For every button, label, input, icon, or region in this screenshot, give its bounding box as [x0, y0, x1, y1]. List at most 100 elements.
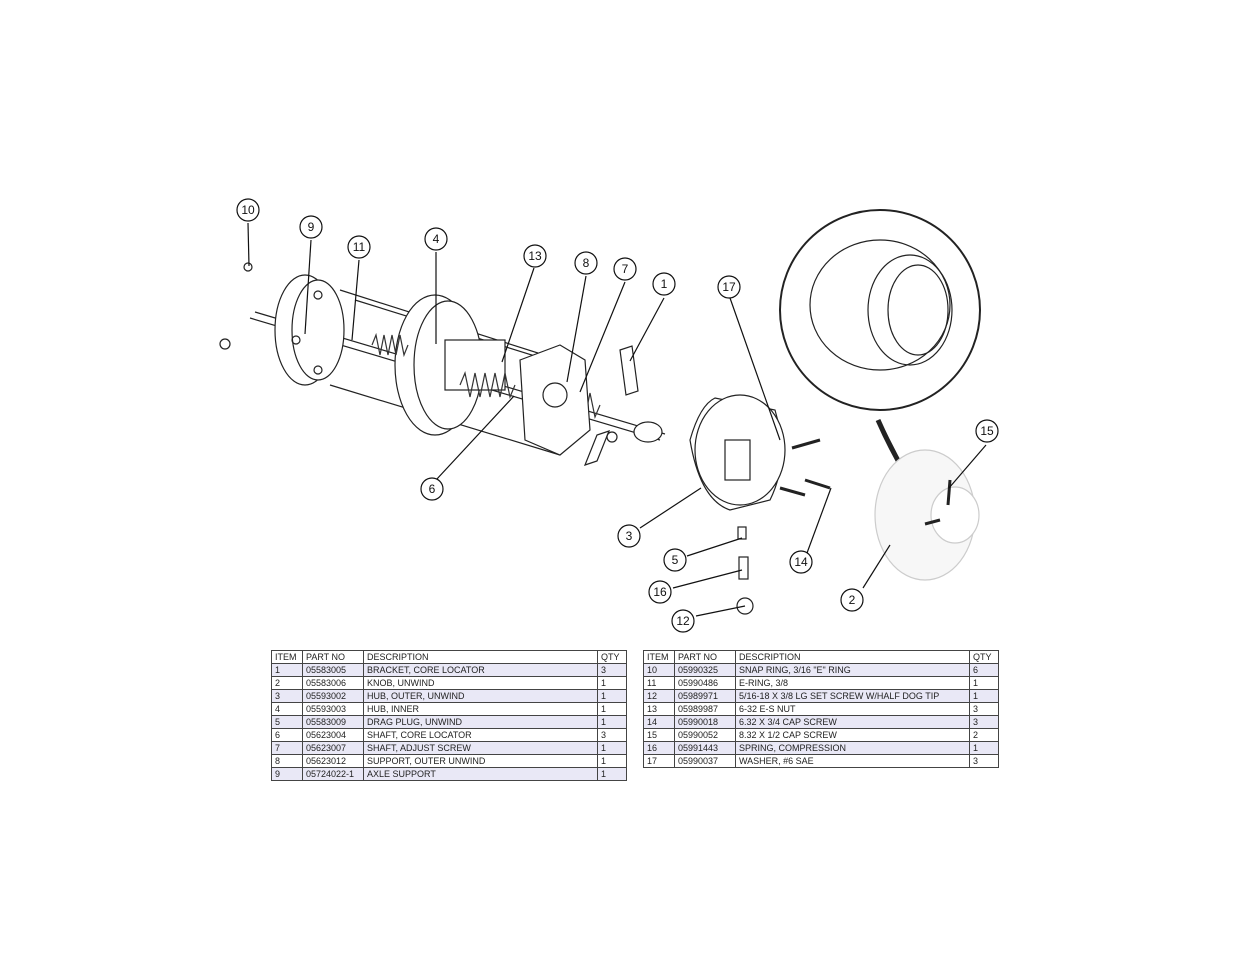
header-qty: QTY — [597, 650, 627, 664]
cell-part-no: 05583009 — [302, 715, 364, 729]
header-item: ITEM — [271, 650, 303, 664]
svg-text:1: 1 — [661, 277, 668, 291]
cell-part-no: 05583005 — [302, 663, 364, 677]
leader-lines — [247, 222, 987, 617]
cell-item: 17 — [643, 754, 675, 768]
callout-15: 15 — [975, 419, 999, 443]
cell-part-no: 05583006 — [302, 676, 364, 690]
cell-part-no: 05724022-1 — [302, 767, 364, 781]
washer — [219, 338, 231, 350]
svg-text:9: 9 — [308, 220, 315, 234]
cell-item: 16 — [643, 741, 675, 755]
cell-description: HUB, INNER — [363, 702, 598, 716]
svg-text:13: 13 — [528, 249, 542, 263]
svg-text:10: 10 — [241, 203, 255, 217]
cell-item: 15 — [643, 728, 675, 742]
drag-plug — [737, 526, 747, 540]
cell-part-no: 05989971 — [674, 689, 736, 703]
svg-text:11: 11 — [353, 240, 366, 254]
cell-qty: 1 — [969, 689, 999, 703]
cell-description: AXLE SUPPORT — [363, 767, 598, 781]
cell-part-no: 05623012 — [302, 754, 364, 768]
svg-text:14: 14 — [794, 555, 808, 569]
cell-description: HUB, OUTER, UNWIND — [363, 689, 598, 703]
callout-10: 10 — [236, 198, 260, 222]
callout-6: 6 — [420, 477, 444, 501]
cell-qty: 1 — [597, 702, 627, 716]
compression-spring — [738, 556, 749, 580]
svg-text:16: 16 — [653, 585, 667, 599]
cell-item: 2 — [271, 676, 303, 690]
svg-text:2: 2 — [849, 593, 856, 607]
cell-description: E-RING, 3/8 — [735, 676, 970, 690]
callout-7: 7 — [613, 257, 637, 281]
cell-part-no: 05991443 — [674, 741, 736, 755]
cell-item: 7 — [271, 741, 303, 755]
header-description: DESCRIPTION — [735, 650, 970, 664]
cell-description: DRAG PLUG, UNWIND — [363, 715, 598, 729]
callout-1: 1 — [652, 272, 676, 296]
cell-qty: 6 — [969, 663, 999, 677]
cell-item: 9 — [271, 767, 303, 781]
header-item: ITEM — [643, 650, 675, 664]
svg-text:3: 3 — [626, 529, 633, 543]
callout-5: 5 — [663, 548, 687, 572]
svg-text:12: 12 — [676, 614, 690, 628]
cell-description: SHAFT, ADJUST SCREW — [363, 741, 598, 755]
cell-part-no: 05623007 — [302, 741, 364, 755]
svg-text:6: 6 — [429, 482, 436, 496]
svg-text:8: 8 — [583, 256, 590, 270]
cell-item: 10 — [643, 663, 675, 677]
cap-screws — [779, 438, 831, 497]
header-part-no: PART NO — [302, 650, 364, 664]
cell-qty: 1 — [597, 741, 627, 755]
cell-qty: 1 — [597, 689, 627, 703]
cell-part-no: 05990486 — [674, 676, 736, 690]
callout-17: 17 — [717, 275, 741, 299]
header-qty: QTY — [969, 650, 999, 664]
svg-text:5: 5 — [672, 553, 679, 567]
cell-description: SNAP RING, 3/16 "E" RING — [735, 663, 970, 677]
cell-item: 14 — [643, 715, 675, 729]
callout-12: 12 — [671, 609, 695, 633]
callout-3: 3 — [617, 524, 641, 548]
callout-8: 8 — [574, 251, 598, 275]
cell-part-no: 05990037 — [674, 754, 736, 768]
cell-part-no: 05593003 — [302, 702, 364, 716]
header-part-no: PART NO — [674, 650, 736, 664]
cell-qty: 1 — [969, 741, 999, 755]
outer-support — [519, 344, 591, 456]
cell-part-no: 05990325 — [674, 663, 736, 677]
callout-16: 16 — [648, 580, 672, 604]
cell-qty: 3 — [969, 702, 999, 716]
cell-item: 8 — [271, 754, 303, 768]
cell-description: SHAFT, CORE LOCATOR — [363, 728, 598, 742]
cell-description: 8.32 X 1/2 CAP SCREW — [735, 728, 970, 742]
cell-description: 5/16-18 X 3/8 LG SET SCREW W/HALF DOG TI… — [735, 689, 970, 703]
header-description: DESCRIPTION — [363, 650, 598, 664]
cell-qty: 1 — [597, 715, 627, 729]
cell-description: WASHER, #6 SAE — [735, 754, 970, 768]
cell-part-no: 05990018 — [674, 715, 736, 729]
cell-description: SUPPORT, OUTER UNWIND — [363, 754, 598, 768]
callout-2: 2 — [840, 588, 864, 612]
cell-item: 1 — [271, 663, 303, 677]
cell-item: 5 — [271, 715, 303, 729]
cell-description: 6.32 X 3/4 CAP SCREW — [735, 715, 970, 729]
